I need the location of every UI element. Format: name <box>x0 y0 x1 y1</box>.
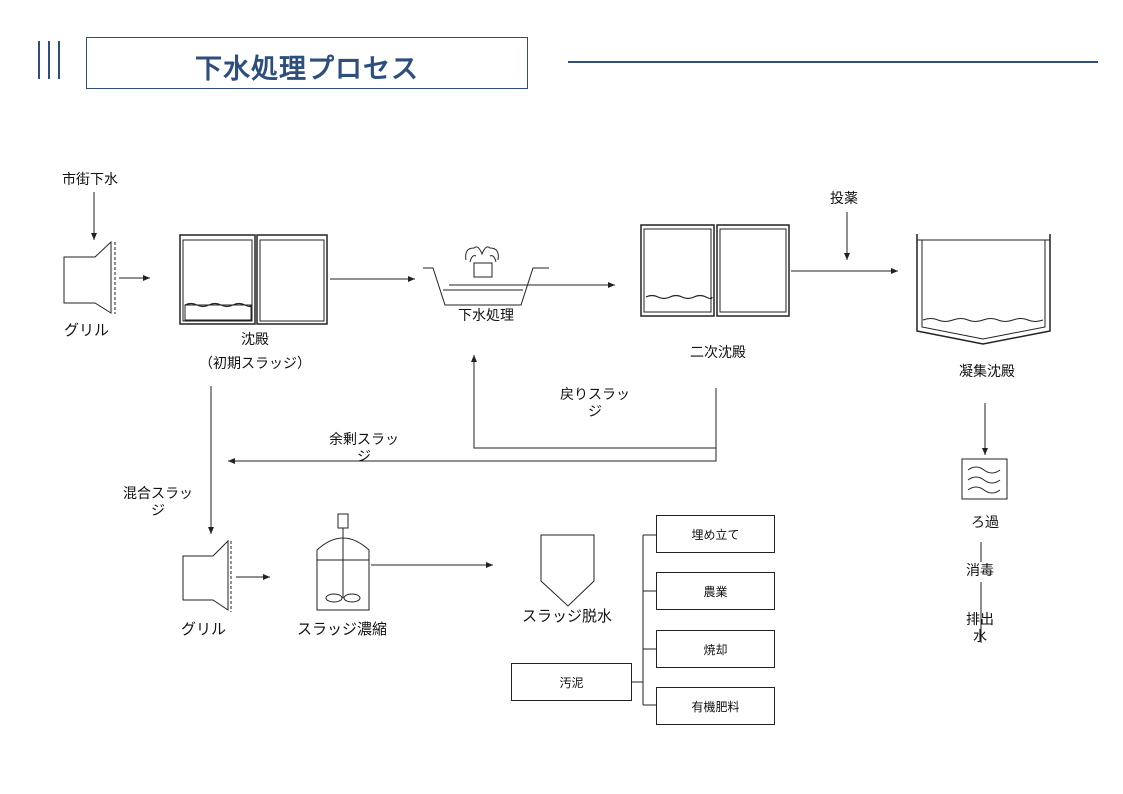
grille2-icon <box>182 539 232 612</box>
grille1-icon <box>63 240 116 314</box>
filter-icon <box>961 458 1008 500</box>
destination-agriculture: 農業 <box>656 572 775 610</box>
sedimentation-label: 沈殿 <box>241 332 269 348</box>
primary-sludge-label: （初期スラッジ） <box>199 356 311 372</box>
thickening-label: スラッジ濃縮 <box>296 620 387 638</box>
disinfection-label: 消毒 <box>966 563 994 579</box>
title-box: 下水処理プロセス <box>86 37 528 89</box>
grille1-label: グリル <box>64 321 110 339</box>
dewatering-label: スラッジ脱水 <box>521 607 612 625</box>
input-label: 市街下水 <box>62 172 118 188</box>
sludge-box: 汚泥 <box>511 663 632 701</box>
mixed-sludge-label: 混合スラッ ジ <box>123 486 193 519</box>
return-sludge-label: 戻りスラッ ジ <box>560 387 630 420</box>
page-title: 下水処理プロセス <box>195 54 419 85</box>
sedimentation-tank-icon <box>179 234 328 325</box>
grille2-label: グリル <box>181 620 227 638</box>
sewage-treatment-label: 下水処理 <box>458 308 514 324</box>
coagulation-tank-icon <box>916 234 1051 345</box>
aeration-basin-icon <box>423 246 549 306</box>
discharge-label: 排出 水 <box>966 612 994 645</box>
destination-incineration: 焼却 <box>656 630 775 668</box>
chemicals-label: 投薬 <box>830 191 858 207</box>
coagulation-label: 凝集沈殿 <box>959 364 1015 380</box>
dewatering-hopper-icon <box>540 534 595 607</box>
destination-landfill: 埋め立て <box>656 515 775 553</box>
secondary-label: 二次沈殿 <box>690 345 746 361</box>
header-divider <box>568 61 1098 63</box>
menu-bars-icon <box>38 41 62 79</box>
destination-fertilizer: 有機肥料 <box>656 687 775 725</box>
secondary-tank-icon <box>640 224 790 317</box>
filtration-label: ろ過 <box>971 515 999 531</box>
excess-sludge-label: 余剰スラッ ジ <box>329 432 399 465</box>
thickener-icon <box>316 513 370 611</box>
